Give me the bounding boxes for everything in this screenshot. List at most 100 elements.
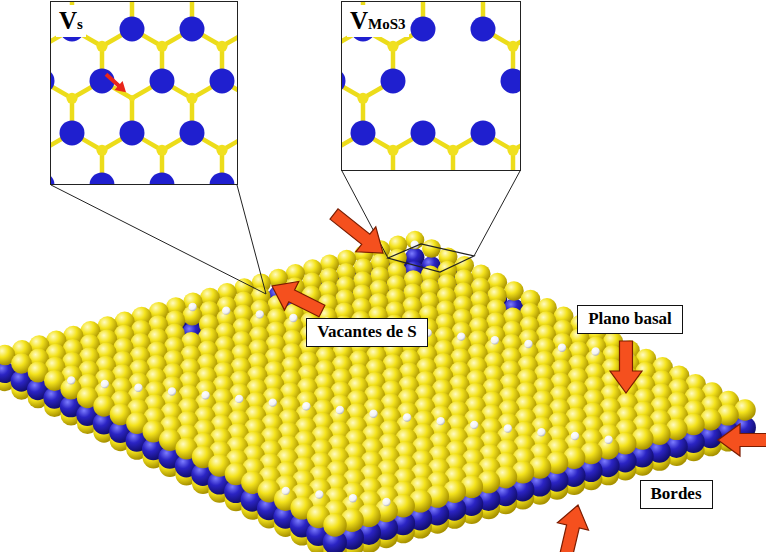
hydrogen-atom <box>188 303 196 311</box>
hydrogen-atom <box>168 387 176 395</box>
drawing-part <box>341 1 521 171</box>
sulfur-atom <box>388 41 399 52</box>
drawing-part <box>341 1 521 171</box>
hydrogen-atom <box>302 402 310 410</box>
sulfur-atom <box>187 93 198 104</box>
sulfur-atom <box>157 145 168 156</box>
hydrogen-atom <box>282 487 290 495</box>
sulfur-atom <box>129 95 135 101</box>
inset-ground <box>50 1 238 185</box>
hydrogen-atom <box>315 490 323 498</box>
molybdenum-atom <box>351 120 376 145</box>
sulfur-atom <box>217 41 228 52</box>
defect-label: Vs <box>56 5 86 37</box>
atom-layer <box>0 257 756 552</box>
atom-layer <box>0 248 756 552</box>
hydrogen-atom <box>222 306 230 314</box>
sulfur-atom <box>388 145 399 156</box>
hydrogen-atom <box>403 413 411 421</box>
sulfur-atom <box>358 93 369 104</box>
callout-arrow <box>272 282 325 317</box>
sulfur-atom <box>448 145 459 156</box>
hydrogen-atom <box>201 391 209 399</box>
hydrogen-atom <box>457 332 465 340</box>
sulfur-atom <box>508 41 519 52</box>
hydrogen-atom <box>537 428 545 436</box>
hydrogen-atom <box>437 417 445 425</box>
hydrogen-atom <box>289 314 297 322</box>
callout-arrow <box>718 424 766 456</box>
sulfur-atom <box>422 239 441 258</box>
callout-arrow <box>330 209 383 253</box>
region-label: Plano basal <box>588 309 672 329</box>
hydrogen-atom <box>591 347 599 355</box>
hydrogen-atom <box>101 380 109 388</box>
defect-label: VMoS3 <box>347 5 409 37</box>
vacancy-pointer <box>105 73 126 93</box>
vacancy-inset: VMoS3 <box>341 1 521 171</box>
molybdenum-atom <box>411 120 436 145</box>
molybdenum-atom <box>120 120 145 145</box>
molybdenum-atom <box>381 68 406 93</box>
hydrogen-atom <box>235 395 243 403</box>
leader-line <box>51 185 266 294</box>
drawing-part <box>50 1 238 185</box>
drawing-part <box>341 1 521 171</box>
hydrogen-layer <box>67 240 633 506</box>
vacancy-inset: Vs <box>50 1 238 185</box>
atom-layer <box>0 231 756 537</box>
molybdenum-atom <box>150 172 175 185</box>
sulfur-atom <box>97 145 108 156</box>
molybdenum-atom <box>411 17 436 42</box>
hydrogen-atom <box>269 398 277 406</box>
sulfur-atom <box>504 281 523 300</box>
molybdenum-atom <box>210 68 235 93</box>
zoom-region <box>388 244 474 272</box>
hydrogen-atom <box>604 435 612 443</box>
sulfur-atom <box>67 93 78 104</box>
callout-arrow <box>610 341 642 393</box>
drawing-part <box>50 1 238 185</box>
mos2-lattice <box>0 231 756 552</box>
molybdenum-atom <box>90 172 115 185</box>
molybdenum-atom <box>180 17 205 42</box>
drawing-part <box>50 1 238 185</box>
hydrogen-atom <box>491 336 499 344</box>
label-box: Plano basal <box>577 305 683 334</box>
callout-arrow <box>557 505 588 552</box>
hydrogen-atom <box>134 384 142 392</box>
hydrogen-atom <box>504 424 512 432</box>
molybdenum-atom <box>501 68 522 93</box>
sulfur-atom <box>157 41 168 52</box>
molybdenum-atom <box>471 120 496 145</box>
hydrogen-atom <box>336 406 344 414</box>
region-label: Bordes <box>651 484 702 504</box>
hydrogen-atom <box>369 410 377 418</box>
label-box: Bordes <box>640 480 713 509</box>
label-box: Vacantes de S <box>306 318 428 347</box>
molybdenum-atom <box>471 17 496 42</box>
hydrogen-atom <box>349 494 357 502</box>
hydrogen-atom <box>382 498 390 506</box>
inset-view <box>50 1 238 185</box>
inset-ground <box>341 1 521 171</box>
molybdenum-atom <box>210 172 235 185</box>
region-label: Vacantes de S <box>317 322 417 342</box>
inset-view <box>341 1 521 171</box>
hydrogen-atom <box>571 432 579 440</box>
molybdenum-atom <box>150 68 175 93</box>
hydrogen-atom <box>470 421 478 429</box>
hydrogen-atom <box>256 310 264 318</box>
hydrogen-atom <box>67 376 75 384</box>
leader-line <box>474 171 520 256</box>
sulfur-atom <box>217 145 228 156</box>
molybdenum-atom <box>180 120 205 145</box>
hydrogen-atom <box>558 344 566 352</box>
sulfur-atom <box>97 41 108 52</box>
molybdenum-atom <box>120 17 145 42</box>
hydrogen-atom <box>524 340 532 348</box>
molybdenum-atom <box>60 120 85 145</box>
leader-line <box>237 185 266 294</box>
